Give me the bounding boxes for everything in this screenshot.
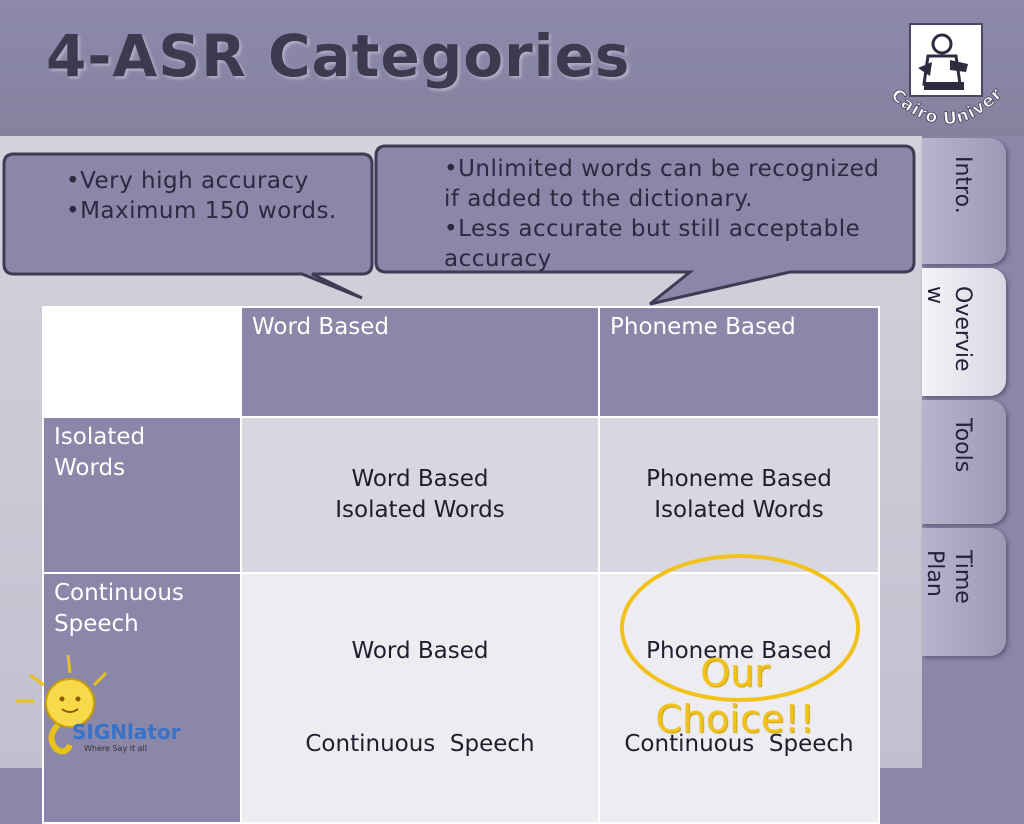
slide-title: 4-ASR Categories	[46, 22, 631, 90]
tab-time-plan-label: Time Plan	[922, 550, 975, 604]
tab-overview[interactable]: Overvie w	[922, 268, 1006, 396]
cell-line: Word Based	[351, 638, 489, 664]
row-header-line: Words	[54, 455, 126, 481]
callout-line: •Maximum 150 words.	[66, 198, 337, 224]
header-word-based: Word Based	[240, 306, 600, 418]
callout-line: if added to the dictionary.	[444, 186, 753, 212]
cairo-university-logo: Cairo University	[884, 20, 1006, 130]
cell-line: Phoneme Based	[646, 466, 832, 492]
callout-line: •Unlimited words can be recognized	[444, 156, 880, 182]
table-header-row: Word Based Phoneme Based	[42, 306, 880, 418]
header-bar	[0, 0, 1024, 136]
tab-time-plan[interactable]: Time Plan	[922, 528, 1006, 656]
sun-face-icon	[45, 678, 95, 728]
signlator-logo: SIGNlator Where Say it all	[16, 654, 181, 755]
tab-overview-label: Overvie w	[922, 286, 975, 372]
callout-line: accuracy	[444, 246, 552, 272]
signlator-name: SIGNlator	[72, 720, 181, 744]
header-phoneme-based: Phoneme Based	[598, 306, 880, 418]
row-header-line: Continuous	[54, 580, 184, 606]
right-callout-text: •Unlimited words can be recognized if ad…	[444, 154, 879, 274]
sun-rays-icon	[16, 654, 108, 703]
row-header-isolated-words: Isolated Words	[42, 416, 242, 574]
callout-line: •Less accurate but still acceptable	[444, 216, 861, 242]
callout-shapes	[2, 144, 916, 306]
callout-line: •Very high accuracy	[66, 168, 309, 194]
table-row: Isolated Words Word Based Isolated Words…	[42, 416, 880, 574]
cell-line: Isolated Words	[654, 497, 824, 523]
our-choice-annotation: Our Choice!!	[650, 650, 820, 742]
annotation-line: Choice!!	[655, 697, 815, 741]
tab-intro-label: Intro.	[950, 156, 975, 214]
right-callout-bubble	[374, 144, 916, 306]
cell-line: Isolated Words	[335, 497, 505, 523]
tab-tools[interactable]: Tools	[922, 400, 1006, 524]
table-corner-cell	[42, 306, 242, 418]
annotation-line: Our	[700, 651, 770, 695]
left-callout-bubble	[2, 152, 374, 300]
row-header-line: Isolated	[54, 424, 146, 450]
cell-line: Phoneme Based	[646, 638, 832, 664]
highlight-circle	[620, 554, 860, 702]
tab-intro[interactable]: Intro.	[922, 138, 1006, 264]
cell-word-continuous: Word Based Continuous Speech	[240, 572, 600, 824]
cell-line: Continuous Speech	[305, 731, 535, 757]
tab-tools-label: Tools	[950, 418, 975, 473]
cell-line: Continuous Speech	[624, 731, 854, 757]
cell-word-isolated: Word Based Isolated Words	[240, 416, 600, 574]
cell-phoneme-isolated: Phoneme Based Isolated Words	[598, 416, 880, 574]
cell-line: Word Based	[351, 466, 489, 492]
signlator-tagline: Where Say it all	[84, 744, 147, 753]
row-header-line: Speech	[54, 611, 139, 637]
left-callout-text: •Very high accuracy •Maximum 150 words.	[66, 166, 337, 226]
